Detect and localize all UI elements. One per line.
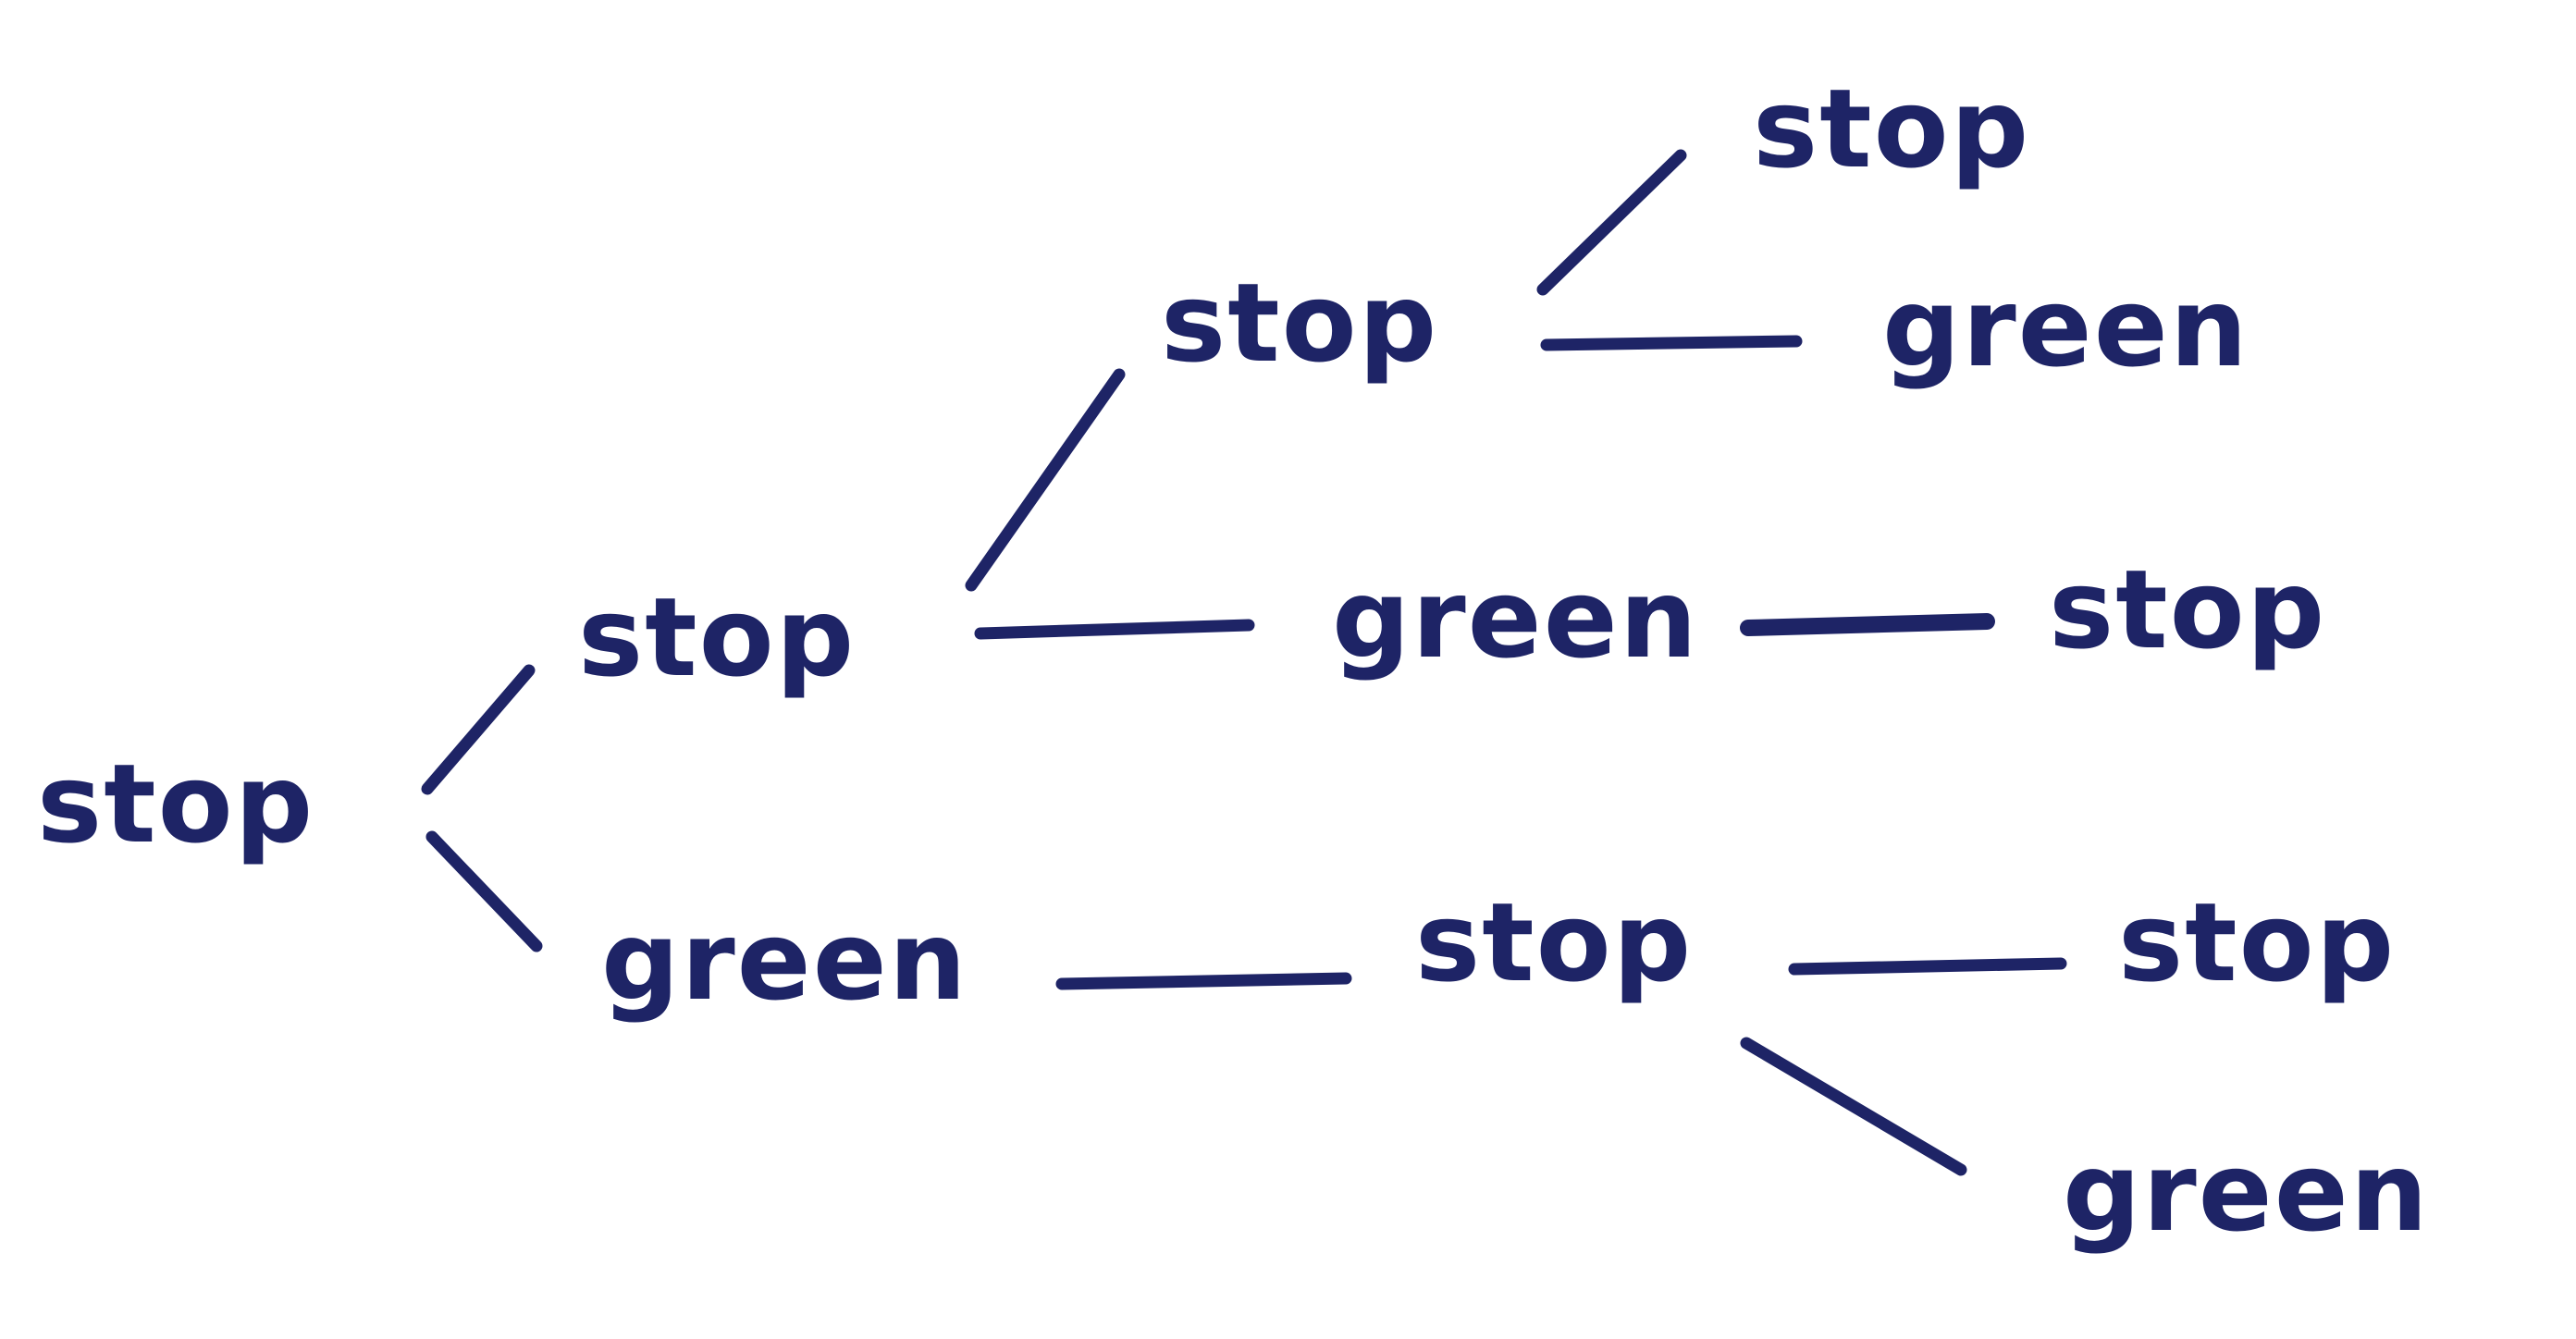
- node-level3-bottom: green: [2063, 1128, 2430, 1256]
- node-root: stop: [37, 740, 314, 867]
- node-level2-middle: green: [1332, 555, 1699, 682]
- branch-n1-n4: [974, 619, 1255, 640]
- node-level3-second: green: [1882, 264, 2249, 391]
- node-level2-bottom: stop: [1415, 878, 1693, 1006]
- node-level1-top: stop: [578, 573, 856, 701]
- branch-n0-n1: [421, 664, 536, 795]
- node-level3-top: stop: [1753, 65, 2030, 192]
- branch-n0-n2: [425, 830, 543, 952]
- tree-nodes: stop stop green stop green stop green st…: [37, 65, 2430, 1256]
- branch-n3-n6: [1540, 335, 1803, 351]
- node-level1-bottom: green: [601, 897, 968, 1025]
- branch-n8-n9: [1788, 957, 2067, 976]
- node-level3-fourth: stop: [2118, 878, 2396, 1006]
- branch-n2-n8: [1055, 972, 1352, 990]
- branch-n1-n3: [965, 368, 1126, 592]
- branch-n8-n10: [1740, 1037, 1967, 1176]
- branch-n3-n5: [1536, 149, 1687, 296]
- node-level3-third: stop: [2049, 546, 2326, 673]
- node-level2-top: stop: [1161, 259, 1438, 387]
- tree-branches: [421, 149, 2067, 1176]
- branch-n4-n7: [1740, 613, 1995, 636]
